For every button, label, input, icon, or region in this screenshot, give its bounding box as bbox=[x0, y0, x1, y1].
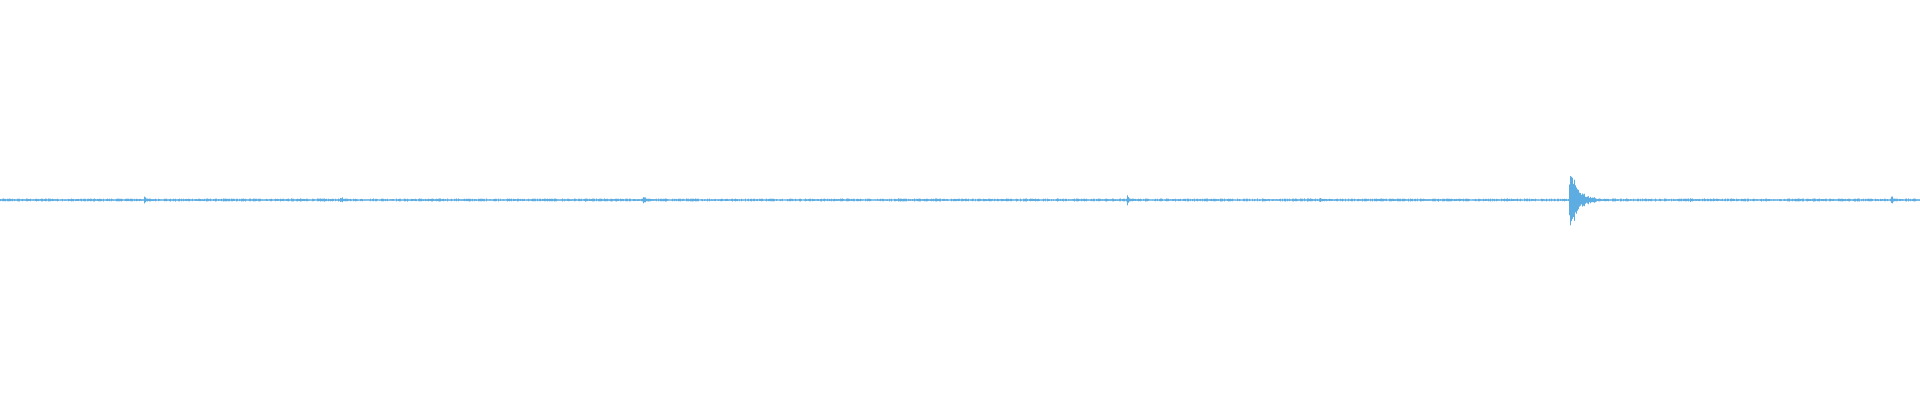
waveform-path bbox=[0, 176, 1920, 226]
waveform-trace bbox=[0, 176, 1920, 226]
